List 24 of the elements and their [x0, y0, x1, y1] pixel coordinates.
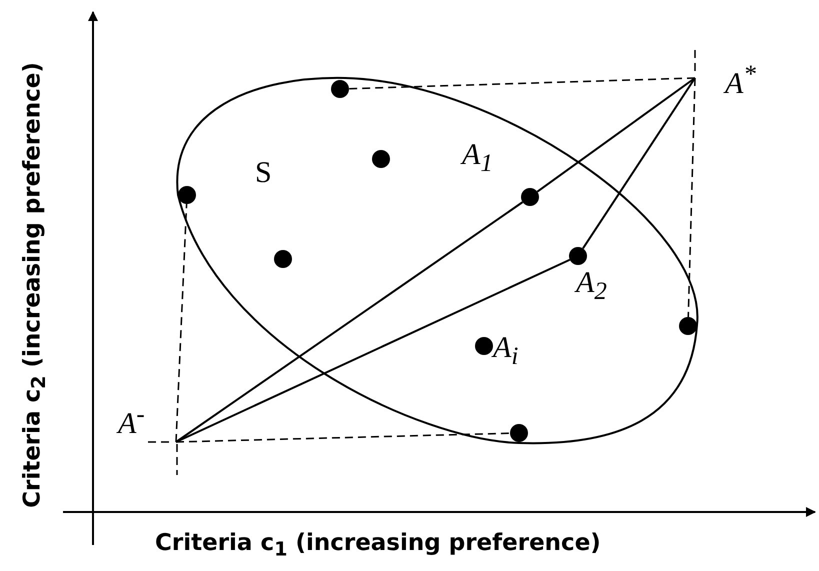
dashed-projection-line: [688, 78, 696, 318]
connecting-line: [582, 77, 696, 250]
alternative-point: [178, 186, 196, 204]
ideal-point-label: A$^{-}$: [118, 402, 177, 442]
alternative-point: [510, 424, 528, 442]
connecting-line: [175, 201, 524, 443]
point-label: A$_{i}$: [493, 333, 518, 369]
dashed-projection-line: [348, 77, 696, 90]
dashed-projection-line: [176, 432, 510, 443]
dashed-projection-line: [175, 204, 188, 442]
connecting-line: [176, 258, 570, 443]
alternative-point: [331, 80, 349, 98]
alternative-point: [372, 150, 390, 168]
region-label: S: [255, 158, 272, 188]
alternative-point: [475, 337, 493, 355]
alternative-point: [679, 317, 697, 335]
alternative-point: [521, 188, 539, 206]
ideal-point-label: A$^{*}$: [695, 62, 761, 102]
x-axis-title: Criteria c$_{1}$ (increasing preference): [155, 532, 601, 559]
connecting-line: [536, 77, 696, 193]
point-label: A$_{2}$: [576, 268, 607, 304]
alternative-point: [569, 247, 587, 265]
alternative-point: [274, 250, 292, 268]
point-label: A$_{1}$: [462, 140, 493, 176]
